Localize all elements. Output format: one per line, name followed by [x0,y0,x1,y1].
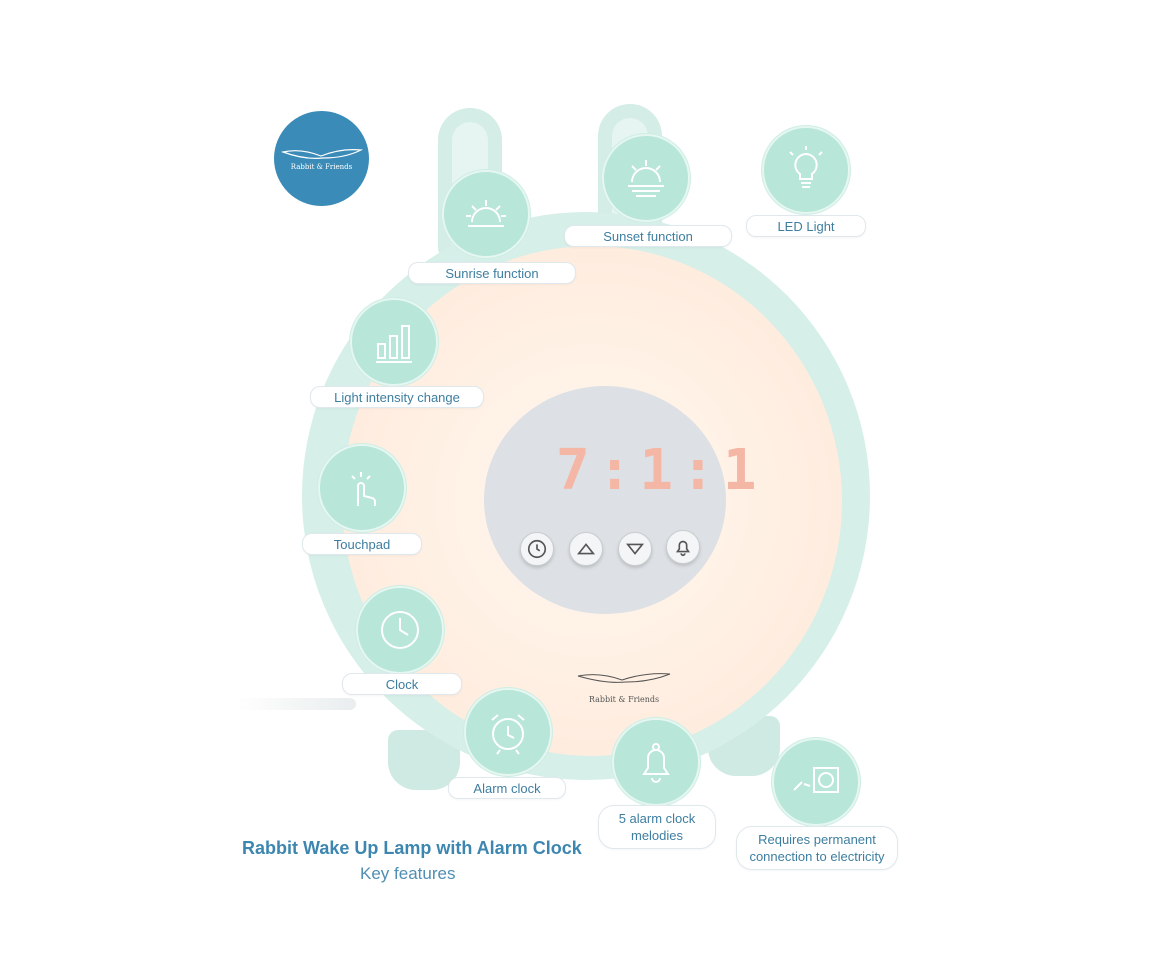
sunrise-feature [442,170,530,258]
sunset-icon [628,160,664,197]
light-intensity-feature [350,298,438,386]
brand-logo-text: Rabbit & Friends [290,162,353,171]
melodies-feature [612,718,700,806]
alarm-clock-feature [464,688,552,776]
brand-logo: Rabbit & Friends [274,111,369,206]
led-label: LED Light [746,215,866,237]
bell-icon [642,743,670,783]
clock-feature [356,586,444,674]
electricity-label: Requires permanent connection to electri… [736,826,898,870]
sunrise-label: Sunrise function [408,262,576,284]
lamp-logo: Rabbit & Friends [576,670,672,704]
led-feature [762,126,850,214]
bar-chart-icon [376,325,412,363]
touchpad-feature [318,444,406,532]
up-button[interactable] [569,532,603,566]
melodies-label: 5 alarm clock melodies [598,805,716,849]
clock-button[interactable] [520,532,554,566]
sunset-label: Sunset function [564,225,732,247]
clock-icon [381,611,419,649]
clock-label: Clock [342,673,462,695]
clock-icon [527,539,547,559]
lamp-logo-text: Rabbit & Friends [588,695,660,704]
light-bulb-icon [789,146,823,188]
alarm-clock-label: Alarm clock [448,777,566,799]
time-digits: 7:1:1 [556,438,765,503]
clock-display: 7:1:1 [484,386,757,614]
sunset-feature [602,134,690,222]
touchpad-label: Touchpad [302,533,422,555]
alarm-button[interactable] [666,530,700,564]
power-socket-icon [793,767,839,793]
power-cable [236,698,356,710]
arrow-up-icon [576,543,596,555]
touch-hand-icon [351,472,376,506]
product-subtitle: Key features [360,864,456,883]
arrow-down-icon [625,543,645,555]
wing-logo-icon [577,673,671,683]
product-title: Rabbit Wake Up Lamp with Alarm Clock [242,838,582,858]
bell-icon [675,540,691,557]
light-intensity-label: Light intensity change [310,386,484,408]
sunrise-icon [466,200,506,227]
electricity-feature [772,738,860,826]
down-button[interactable] [618,532,652,566]
wing-logo-icon [280,148,363,159]
alarm-clock-icon [491,714,525,755]
